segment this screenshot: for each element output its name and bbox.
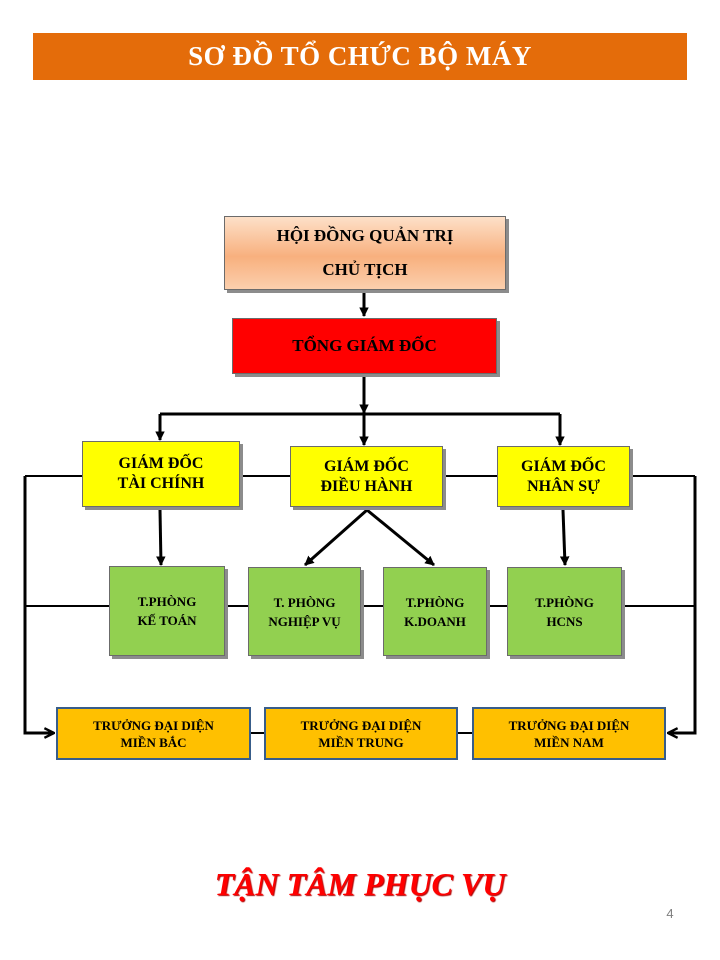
ceo-box: TỔNG GIÁM ĐỐC — [232, 318, 497, 374]
cfo-label-line2: TÀI CHÍNH — [117, 475, 205, 492]
accounting-label-line1: T.PHÒNG — [137, 594, 197, 609]
rep-central-label-line1: TRƯỞNG ĐẠI DIỆN — [300, 717, 422, 733]
business-label-line2: K.DOANH — [404, 613, 466, 629]
left-rail-arrow — [23, 476, 54, 733]
slogan-text: TẬN TÂM PHỤC VỤ — [214, 866, 506, 902]
rep-south-label-line1: TRƯỞNG ĐẠI DIỆN — [508, 717, 630, 733]
business-label-line1: T.PHÒNG — [405, 594, 465, 610]
rep-south-label-line2: MIỀN NAM — [534, 734, 604, 750]
operations-dept-box: T. PHÒNG NGHIỆP VỤ — [248, 567, 361, 656]
accounting-dept-box: T.PHÒNG KẾ TOÁN — [109, 566, 225, 656]
board-of-directors-box: HỘI ĐỒNG QUẢN TRỊ CHỦ TỊCH — [224, 216, 506, 290]
rep-north-label-line1: TRƯỞNG ĐẠI DIỆN — [93, 717, 214, 733]
hcns-dept-box: T.PHÒNG HCNS — [507, 567, 622, 656]
page-number: 4 — [666, 906, 674, 921]
hr-director-label-line1: GIÁM ĐỐC — [521, 457, 606, 475]
operations-label-line1: T. PHÒNG — [273, 594, 336, 610]
chairman-label: CHỦ TỊCH — [322, 260, 408, 279]
ceo-label: TỔNG GIÁM ĐỐC — [292, 336, 437, 355]
right-rail-arrow — [668, 476, 697, 733]
rep-south-box: TRƯỞNG ĐẠI DIỆN MIỀN NAM — [472, 707, 666, 760]
slide-title: SƠ ĐỒ TỔ CHỨC BỘ MÁY — [33, 33, 687, 80]
business-dept-box: T.PHÒNG K.DOANH — [383, 567, 487, 656]
rep-north-label-line2: MIỀN BẮC — [120, 734, 187, 750]
coo-to-business — [366, 508, 435, 567]
rep-north-box: TRƯỞNG ĐẠI DIỆN MIỀN BẮC — [56, 707, 251, 760]
hcns-label-line1: T.PHÒNG — [535, 594, 594, 610]
operations-label-line2: NGHIỆP VỤ — [268, 613, 341, 629]
coo-label-line2: ĐIỀU HÀNH — [320, 477, 413, 495]
coo-box: GIÁM ĐỐC ĐIỀU HÀNH — [290, 446, 443, 507]
hr-to-hcns — [559, 509, 570, 566]
hcns-label-line2: HCNS — [546, 613, 583, 629]
cfo-box: GIÁM ĐỐC TÀI CHÍNH — [82, 441, 240, 507]
hr-director-box: GIÁM ĐỐC NHÂN SỰ — [497, 446, 630, 507]
rep-central-box: TRƯỞNG ĐẠI DIỆN MIỀN TRUNG — [264, 707, 458, 760]
cfo-label-line1: GIÁM ĐỐC — [118, 455, 204, 472]
hr-director-label-line2: NHÂN SỰ — [527, 477, 600, 495]
cfo-to-accounting — [156, 509, 166, 566]
rep-central-label-line2: MIỀN TRUNG — [318, 734, 404, 750]
coo-to-operations — [304, 508, 368, 567]
board-label: HỘI ĐỒNG QUẢN TRỊ — [276, 226, 454, 245]
accounting-label-line2: KẾ TOÁN — [137, 613, 197, 628]
coo-label-line1: GIÁM ĐỐC — [324, 457, 409, 475]
